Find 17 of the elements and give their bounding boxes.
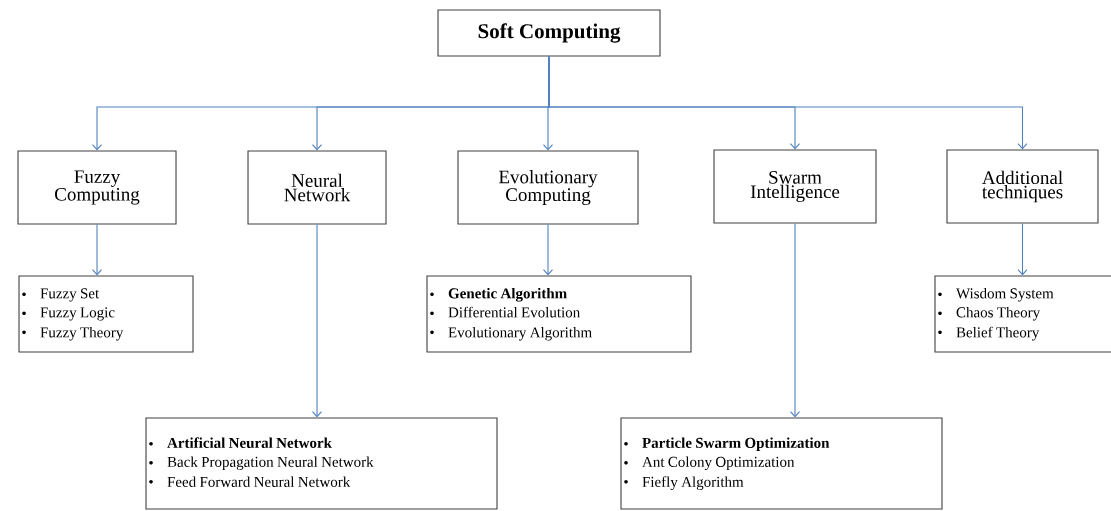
list-box: Fuzzy Set Fuzzy Logic Fuzzy Theory (18, 275, 194, 353)
arrow (548, 56, 1028, 150)
title-box: Soft Computing (437, 9, 661, 57)
arrow (542, 224, 554, 276)
category-box: Fuzzy Computing (17, 150, 177, 225)
list-box: Genetic Algorithm Differential Evolution Evolutionary Algorithm (426, 275, 692, 353)
list-box: Artificial Neural Network Back Propagation Neural Network Feed Forward Neural Network (145, 417, 498, 510)
arrow (91, 224, 103, 276)
arrow (311, 224, 323, 418)
list-box: Particle Swarm Optimization Ant Colony Optimization Fiefly Algorithm (620, 417, 943, 510)
category-box: Neural Network (247, 150, 387, 225)
list-box: Wisdom System Chaos Theory Belief Theory (934, 275, 1111, 353)
category-box: Evolutionary Computing (457, 150, 639, 225)
category-box: Swarm Intelligence (713, 149, 877, 224)
arrow (1017, 223, 1028, 276)
arrow (789, 223, 801, 418)
category-box: Additional techniques (946, 149, 1099, 224)
